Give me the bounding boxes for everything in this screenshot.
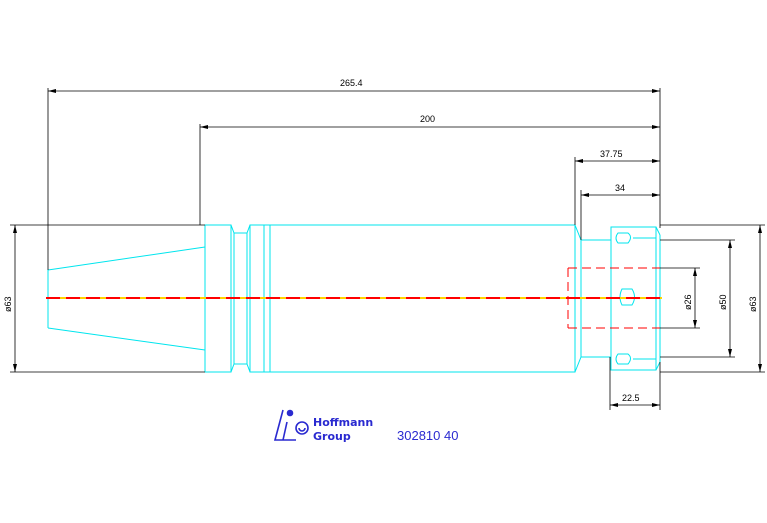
dim-nut-offset: 22.5 [622,393,640,403]
dimension-lines [10,88,765,410]
dim-right-diameter: ø63 [748,296,758,312]
dim-collet-length: 34 [615,183,625,193]
logo-text-line2: Group [313,430,351,443]
dim-nut-length: 37.75 [600,149,623,159]
hoffmann-group-logo: Hoffmann Group [273,409,373,443]
dim-nut-diameter: ø50 [718,294,728,310]
dim-body-length: 200 [420,114,435,124]
logo-text-line1: Hoffmann [313,416,373,429]
part-number: 302810 40 [397,428,458,443]
logo-mark-icon [273,409,309,441]
dimension-arrows [13,89,762,407]
dim-bore-diameter: ø26 [683,294,693,310]
dim-overall-length: 265.4 [340,78,363,88]
dim-left-diameter: ø63 [3,296,13,312]
